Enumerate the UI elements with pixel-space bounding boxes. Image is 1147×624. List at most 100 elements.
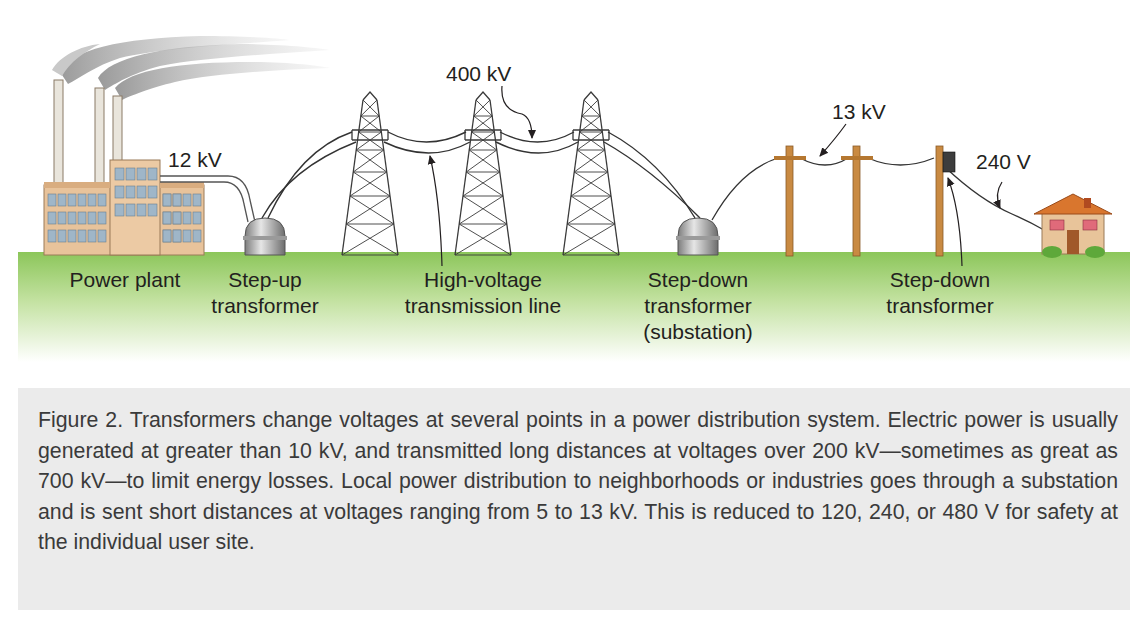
house (1084, 198, 1091, 208)
transmission-tower (459, 224, 507, 225)
house (1034, 194, 1112, 258)
distribution-line (868, 158, 934, 165)
transmission-tower (342, 255, 398, 256)
power-plant (193, 230, 201, 242)
plant-wire (160, 182, 248, 222)
high-voltage-line (500, 132, 574, 142)
power-plant (115, 204, 124, 216)
transmission-tower (466, 172, 503, 196)
transmission-tower (474, 116, 492, 117)
house (1042, 246, 1062, 258)
power-plant (163, 194, 171, 206)
transmission-tower (584, 92, 598, 100)
power-plant (183, 194, 191, 206)
utility-pole (841, 156, 873, 160)
transmission-tower (463, 196, 507, 224)
power-plant (68, 212, 76, 224)
power-plant (110, 160, 160, 255)
voltage-label: 12 kV (168, 147, 222, 173)
house (1034, 194, 1112, 214)
transmission-tower (353, 172, 390, 196)
step-down-substation (676, 236, 720, 240)
power-plant (193, 212, 201, 224)
power-plant (183, 230, 191, 242)
transmission-tower (469, 150, 497, 151)
transmission-tower (474, 100, 490, 116)
transmission-tower (356, 132, 381, 150)
high-voltage-line (496, 142, 578, 153)
power-plant (58, 212, 66, 224)
transmission-tower (361, 100, 377, 116)
transmission-tower (580, 132, 603, 133)
plant-wire (160, 176, 255, 222)
transmission-tower (353, 172, 387, 173)
transmission-tower (567, 224, 615, 225)
high-voltage-line (384, 142, 470, 153)
transmission-tower (459, 224, 511, 255)
transmission-tower (580, 116, 601, 132)
power-plant (48, 230, 56, 242)
power-plant (54, 80, 63, 190)
power-plant (173, 230, 181, 242)
distribution-line (800, 158, 848, 165)
transmission-tower (469, 150, 500, 172)
transmission-tower (563, 224, 615, 255)
utility-pole (936, 146, 943, 256)
transmission-tower (359, 132, 382, 133)
power-plant (98, 230, 106, 242)
plant-wire (160, 176, 255, 222)
power-plant (163, 194, 171, 206)
power-plant (126, 168, 135, 180)
house (1083, 220, 1097, 230)
power-plant (137, 204, 146, 216)
utility-pole (943, 152, 955, 172)
transmission-tower (352, 129, 388, 130)
leader-arrow (430, 156, 442, 266)
transmission-tower (571, 172, 608, 196)
transmission-tower (584, 100, 600, 116)
power-plant (183, 212, 191, 224)
part-label: High-voltage transmission line (388, 267, 578, 319)
transmission-tower (455, 255, 511, 256)
power-plant (148, 204, 157, 216)
transmission-tower (476, 92, 490, 100)
transmission-tower (472, 132, 497, 150)
high-voltage-line (262, 132, 700, 218)
utility-pole (786, 146, 793, 256)
distribution-line (712, 158, 778, 220)
power-plant (88, 230, 96, 242)
transmission-tower (363, 92, 377, 100)
power-plant (163, 212, 171, 224)
power-plant (115, 186, 124, 198)
power-plant (95, 88, 104, 188)
power-plant (78, 230, 86, 242)
power-plant (126, 204, 135, 216)
high-voltage-line (268, 132, 352, 218)
transmission-tower (580, 132, 605, 150)
ground (18, 252, 1130, 362)
transmission-tower (463, 196, 503, 197)
transmission-tower (350, 172, 387, 196)
leader-arrow (430, 86, 1002, 266)
transmission-tower (567, 196, 611, 224)
smoke (115, 62, 330, 100)
power-plant (48, 212, 56, 224)
transmission-tower (455, 224, 507, 255)
power-plant (163, 230, 171, 242)
high-voltage-line (388, 132, 466, 142)
transmission-tower (563, 255, 619, 256)
transmission-tower (356, 150, 387, 172)
power-plant (78, 194, 86, 206)
step-up-transformer (243, 218, 287, 255)
power-plant (173, 212, 181, 224)
transmission-tower (466, 150, 497, 172)
utility-pole (774, 156, 806, 160)
leader-arrow (997, 182, 1002, 208)
utility-pole (774, 146, 955, 256)
voltage-label: 400 kV (446, 61, 511, 87)
transmission-tower (350, 196, 394, 224)
transmission-tower (469, 132, 494, 150)
transmission-tower (577, 150, 608, 172)
power-plant (48, 194, 56, 206)
transmission-tower (356, 150, 384, 151)
